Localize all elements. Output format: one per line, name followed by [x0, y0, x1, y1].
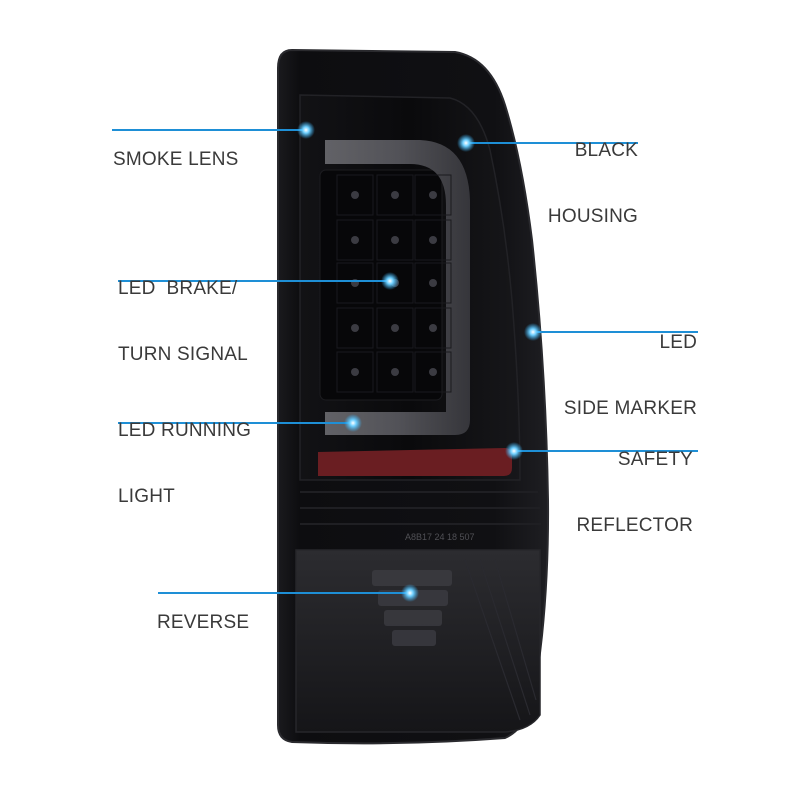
safety-reflector-strip [318, 448, 512, 476]
led-cell [376, 351, 414, 393]
safety-reflector-dot [505, 442, 523, 460]
led-cell [336, 307, 374, 349]
led-dot [429, 236, 437, 244]
led-dot [429, 279, 437, 287]
led-cell [414, 307, 452, 349]
brake-turn-dot [381, 272, 399, 290]
led-dot [429, 324, 437, 332]
black-housing-dot [457, 134, 475, 152]
led-dot [351, 324, 359, 332]
led-dot [391, 236, 399, 244]
led-dot [391, 324, 399, 332]
led-dot [429, 368, 437, 376]
led-cell [376, 262, 414, 304]
led-dot [351, 236, 359, 244]
reverse-facets [464, 559, 537, 721]
led-cell [336, 174, 374, 216]
smoke-lens-dot [297, 121, 315, 139]
side-marker-dot [524, 323, 542, 341]
led-cell [414, 174, 452, 216]
safety-reflector-label: SAFETY REFLECTOR [576, 449, 693, 536]
led-grid [336, 174, 452, 393]
lower-ridges [300, 491, 541, 525]
led-dot [351, 368, 359, 376]
side-marker-label: LED SIDE MARKER [563, 332, 697, 419]
led-light-bar [325, 140, 470, 435]
led-cell [336, 219, 374, 261]
led-cell [376, 174, 414, 216]
reverse-dot [401, 584, 419, 602]
led-cell [414, 351, 452, 393]
brake-turn-label: LED BRAKE/ TURN SIGNAL [118, 278, 248, 365]
running-light-dot [344, 414, 362, 432]
led-cell [414, 262, 452, 304]
led-dot [391, 191, 399, 199]
led-dot [391, 368, 399, 376]
led-cell [376, 219, 414, 261]
led-cell [376, 307, 414, 349]
led-dot [429, 191, 437, 199]
housing-marking: A8B17 24 18 507 [405, 532, 475, 542]
led-cell [414, 219, 452, 261]
black-housing-label: BLACK HOUSING [547, 140, 638, 227]
running-light-label: LED RUNNING LIGHT [118, 420, 252, 507]
led-cell [336, 262, 374, 304]
led-dot [351, 191, 359, 199]
smoke-lens-label: SMOKE LENS [113, 149, 239, 170]
led-panel [319, 169, 443, 401]
led-cell [336, 351, 374, 393]
reverse-label: REVERSE [157, 612, 250, 633]
